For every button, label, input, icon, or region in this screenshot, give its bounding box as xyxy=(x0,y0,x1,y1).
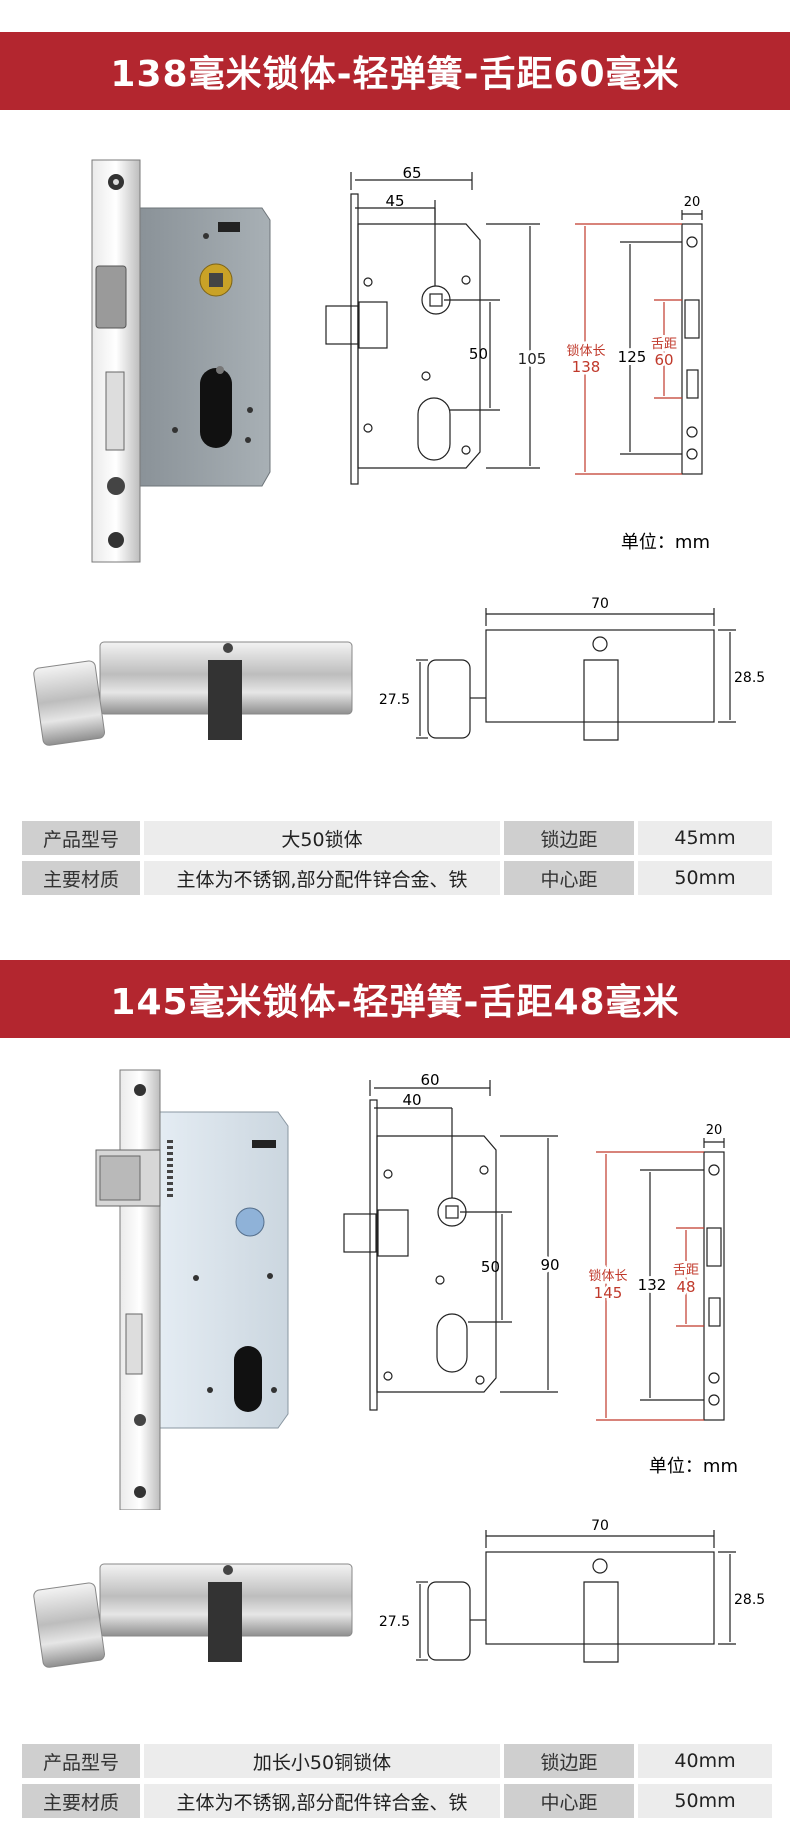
unit-text: 单位：mm xyxy=(649,1456,738,1477)
cylinder-length: 70 xyxy=(591,596,609,612)
faceplate-length: 145 xyxy=(594,1284,623,1302)
spec-label: 产品型号 xyxy=(22,821,140,855)
lock-width-total: 60 xyxy=(420,1071,439,1089)
spec-value: 主体为不锈钢,部分配件锌合金、铁 xyxy=(144,1784,500,1818)
cylinder-drawing xyxy=(416,1530,736,1663)
spec-value: 大50锁体 xyxy=(144,821,500,855)
faceplate-tongue: 48 xyxy=(676,1278,695,1296)
section-1-cylinder: 70 27.5 28.5 xyxy=(33,596,765,746)
spec-value-2: 50mm xyxy=(638,861,772,895)
section-1-lock-drawing: 65 45 50 105 xyxy=(325,164,549,485)
faceplate-screw-span: 125 xyxy=(618,348,647,366)
cylinder-height-left: 27.5 xyxy=(379,1614,410,1630)
faceplate-tongue-label: 舌距 xyxy=(673,1263,699,1278)
faceplate-width: 20 xyxy=(706,1123,723,1138)
section-1-lock-photo xyxy=(91,159,271,563)
cylinder-photo xyxy=(33,1563,353,1668)
section-2-faceplate-drawing: 20 锁体长 145 132 舌距 48 单位：mm xyxy=(586,1123,738,1477)
faceplate-tongue-label: 舌距 xyxy=(651,337,677,352)
spec-label: 产品型号 xyxy=(22,1744,140,1778)
faceplate-width: 20 xyxy=(684,195,701,210)
cylinder-height-right: 28.5 xyxy=(734,1592,765,1608)
cylinder-length: 70 xyxy=(591,1518,609,1534)
spec-label: 主要材质 xyxy=(22,861,140,895)
lock-center-distance: 50 xyxy=(469,345,488,363)
faceplate-length-label: 锁体长 xyxy=(566,343,605,359)
lock-body-height: 105 xyxy=(518,350,547,368)
section-1-spec-table: 产品型号 大50锁体 锁边距 45mm 主要材质 主体为不锈钢,部分配件锌合金、… xyxy=(18,815,776,901)
cylinder-height-left: 27.5 xyxy=(379,692,410,708)
cylinder-photo xyxy=(33,641,353,746)
spec-label-2: 锁边距 xyxy=(504,821,634,855)
spec-value: 加长小50铜锁体 xyxy=(144,1744,500,1778)
lock-body-height: 90 xyxy=(540,1256,559,1274)
section-1-title: 138毫米锁体-轻弹簧-舌距60毫米 xyxy=(0,32,790,110)
spec-value: 主体为不锈钢,部分配件锌合金、铁 xyxy=(144,861,500,895)
faceplate-tongue: 60 xyxy=(654,351,673,369)
spec-label: 主要材质 xyxy=(22,1784,140,1818)
unit-text: 单位：mm xyxy=(621,532,710,553)
section-2-cylinder: 70 27.5 28.5 xyxy=(33,1518,765,1668)
section-2-title: 145毫米锁体-轻弹簧-舌距48毫米 xyxy=(0,960,790,1038)
spec-row-material: 主要材质 主体为不锈钢,部分配件锌合金、铁 中心距 50mm xyxy=(22,861,772,895)
faceplate-length-label: 锁体长 xyxy=(588,1268,627,1284)
spec-value-2: 50mm xyxy=(638,1784,772,1818)
spec-value-2: 40mm xyxy=(638,1744,772,1778)
cylinder-drawing xyxy=(416,608,736,741)
faceplate-length: 138 xyxy=(572,358,601,376)
spec-value-2: 45mm xyxy=(638,821,772,855)
lock-backset: 45 xyxy=(385,192,404,210)
lock-width-total: 65 xyxy=(402,164,421,182)
spec-label-2: 中心距 xyxy=(504,1784,634,1818)
lock-backset: 40 xyxy=(402,1091,421,1109)
section-2-spec-table: 产品型号 加长小50铜锁体 锁边距 40mm 主要材质 主体为不锈钢,部分配件锌… xyxy=(18,1738,776,1824)
spec-row-model: 产品型号 大50锁体 锁边距 45mm xyxy=(22,821,772,855)
spec-label-2: 中心距 xyxy=(504,861,634,895)
section-2-lock-photo xyxy=(95,1069,289,1510)
spec-row-model: 产品型号 加长小50铜锁体 锁边距 40mm xyxy=(22,1744,772,1778)
spec-label-2: 锁边距 xyxy=(504,1744,634,1778)
faceplate-screw-span: 132 xyxy=(638,1276,667,1294)
cylinder-height-right: 28.5 xyxy=(734,670,765,686)
section-1-faceplate-drawing: 20 锁体长 138 125 舌距 60 单位：mm xyxy=(564,195,710,553)
lock-center-distance: 50 xyxy=(481,1258,500,1276)
spec-row-material: 主要材质 主体为不锈钢,部分配件锌合金、铁 中心距 50mm xyxy=(22,1784,772,1818)
section-2-lock-drawing: 60 40 50 90 xyxy=(343,1071,563,1411)
